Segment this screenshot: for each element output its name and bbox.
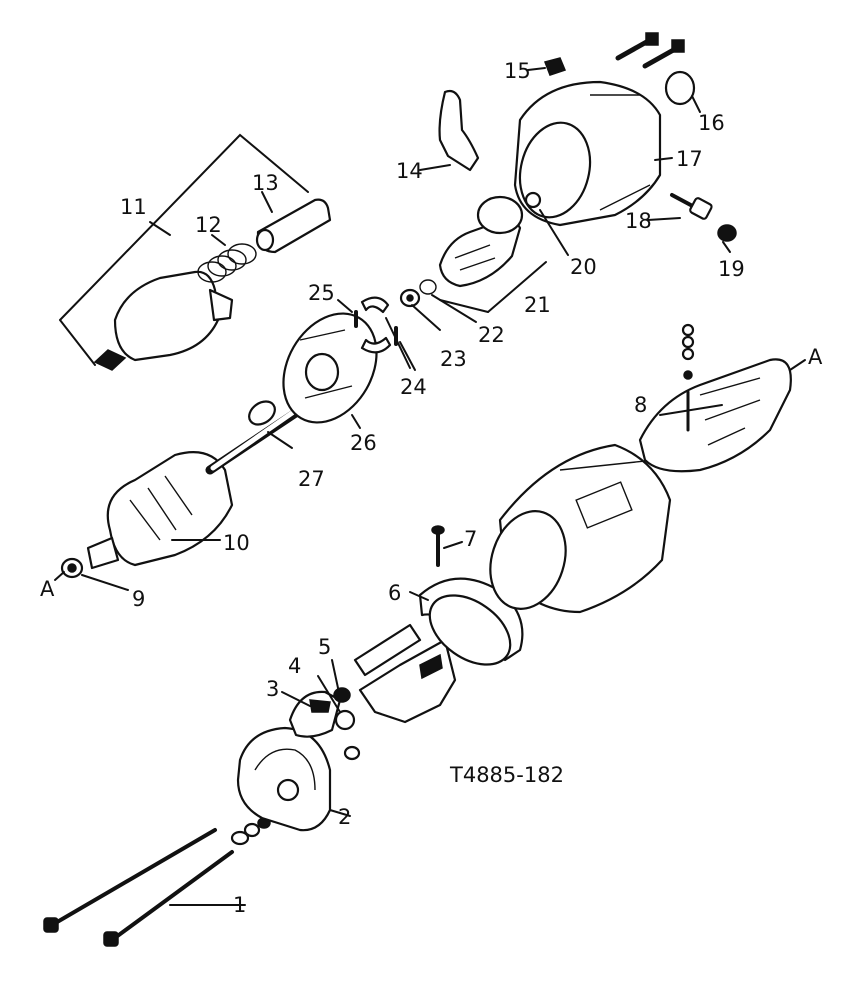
return-spring bbox=[197, 234, 257, 283]
pole-shoes bbox=[353, 623, 457, 724]
callout-2: 2 bbox=[338, 805, 351, 829]
callout-27: 27 bbox=[298, 467, 325, 491]
cover-band bbox=[409, 577, 524, 666]
pin-nut bbox=[717, 224, 737, 253]
bearing-washer bbox=[54, 557, 129, 591]
bushing bbox=[317, 675, 356, 731]
drive-bushing bbox=[664, 70, 701, 113]
thrust-washer bbox=[399, 288, 441, 331]
callout-14: 14 bbox=[396, 159, 423, 183]
field-coil bbox=[638, 323, 806, 473]
callout-9: 9 bbox=[132, 587, 145, 611]
callout-21: 21 bbox=[524, 293, 551, 317]
callout-17: 17 bbox=[676, 147, 703, 171]
callout-5: 5 bbox=[318, 635, 331, 659]
yoke-housing bbox=[489, 443, 672, 614]
marker-a-right: A bbox=[808, 345, 823, 369]
collar bbox=[248, 400, 293, 449]
figure-id: T4885-182 bbox=[449, 763, 564, 787]
solenoid-bracket bbox=[59, 133, 309, 366]
through-bolts bbox=[43, 828, 246, 947]
callout-24: 24 bbox=[400, 375, 427, 399]
callout-13: 13 bbox=[252, 171, 279, 195]
callout-11: 11 bbox=[120, 195, 147, 219]
callout-3: 3 bbox=[266, 677, 279, 701]
callout-19: 19 bbox=[718, 257, 745, 281]
callout-1: 1 bbox=[233, 893, 246, 917]
solenoid bbox=[93, 270, 234, 371]
drive-pinion-assembly bbox=[438, 195, 547, 313]
housing-bolts bbox=[615, 32, 685, 69]
callout-6: 6 bbox=[388, 581, 401, 605]
shim-halves bbox=[337, 296, 416, 371]
callout-7: 7 bbox=[464, 527, 477, 551]
nut bbox=[331, 659, 351, 703]
callout-15: 15 bbox=[504, 59, 531, 83]
callout-20: 20 bbox=[570, 255, 597, 279]
shift-lever bbox=[419, 89, 480, 172]
pivot-pin bbox=[647, 193, 713, 221]
commutator-end-cover bbox=[236, 726, 351, 832]
callout-25: 25 bbox=[308, 281, 335, 305]
callout-4: 4 bbox=[288, 654, 301, 678]
screw bbox=[431, 525, 463, 567]
callout-labels: 1 2 3 4 5 6 7 8 9 10 11 12 13 14 15 16 1… bbox=[40, 59, 823, 917]
callout-22: 22 bbox=[478, 323, 505, 347]
brush-plate bbox=[281, 690, 342, 738]
callout-10: 10 bbox=[223, 531, 250, 555]
callout-12: 12 bbox=[195, 213, 222, 237]
callout-26: 26 bbox=[350, 431, 377, 455]
housing-bushing bbox=[524, 191, 542, 209]
square-nut bbox=[527, 57, 567, 76]
armature bbox=[86, 451, 234, 570]
callout-18: 18 bbox=[625, 209, 652, 233]
plunger bbox=[255, 191, 332, 254]
small-spacer bbox=[343, 745, 361, 761]
callout-23: 23 bbox=[440, 347, 467, 371]
marker-a-left: A bbox=[40, 577, 55, 601]
intermediate-plate bbox=[282, 312, 378, 429]
callout-16: 16 bbox=[698, 111, 725, 135]
callout-8: 8 bbox=[634, 393, 647, 417]
